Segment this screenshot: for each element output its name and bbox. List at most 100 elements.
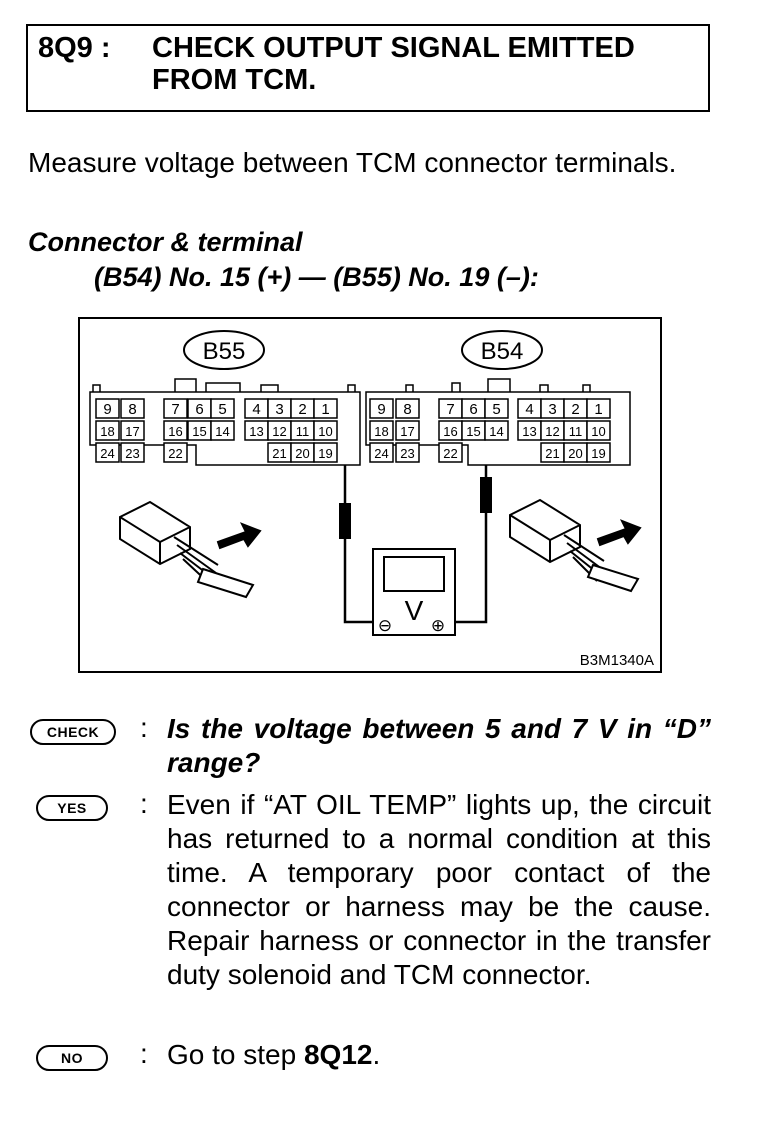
harness-plug-right-icon <box>509 498 642 593</box>
terminal-number: 6 <box>195 401 203 418</box>
terminal-number: 23 <box>400 446 414 461</box>
terminal-cell <box>369 398 394 419</box>
terminal-number: 4 <box>252 401 260 418</box>
voltmeter-symbol: V <box>405 595 424 626</box>
terminal-cell <box>395 442 420 463</box>
terminal-number: 16 <box>443 424 457 439</box>
terminal-number: 3 <box>548 401 556 418</box>
terminal-number: 11 <box>296 424 310 439</box>
terminal-number: 8 <box>403 401 411 418</box>
terminal-number: 11 <box>569 424 583 439</box>
terminal-number: 7 <box>446 401 454 418</box>
yes-text: Even if “AT OIL TEMP” lights up, the cir… <box>167 789 711 990</box>
yes-badge: YES <box>36 795 108 821</box>
terminal-number: 8 <box>128 401 136 418</box>
b55-connector <box>89 378 361 466</box>
terminal-number: 3 <box>275 401 283 418</box>
no-badge: NO <box>36 1045 108 1071</box>
terminal-number: 10 <box>591 424 605 439</box>
terminal-number: 18 <box>100 424 114 439</box>
terminal-cell <box>95 420 120 441</box>
step-title-box: 8Q9 : CHECK OUTPUT SIGNAL EMITTED FROM T… <box>26 24 710 112</box>
terminal-cell <box>369 442 394 463</box>
b54-label: B54 <box>481 338 524 365</box>
terminal-cell <box>484 398 509 419</box>
minus-terminal: ⊖ <box>378 616 392 636</box>
terminal-cell <box>586 420 611 441</box>
connector-spec: (B54) No. 15 (+) — (B55) No. 19 (–): <box>94 262 539 292</box>
check-badge: CHECK <box>30 719 116 745</box>
b55-label: B55 <box>203 338 246 365</box>
no-text-prefix: Go to step <box>167 1039 304 1070</box>
terminal-number: 9 <box>377 401 385 418</box>
terminal-number: 12 <box>272 424 286 439</box>
terminal-cell <box>313 420 338 441</box>
terminal-cell <box>313 398 338 419</box>
terminal-number: 21 <box>272 446 286 461</box>
terminal-number: 7 <box>171 401 179 418</box>
terminal-cell <box>120 442 145 463</box>
no-step-link: 8Q12 <box>303 1039 373 1070</box>
terminal-cell <box>163 398 188 419</box>
terminal-number: 4 <box>525 401 533 418</box>
no-text-suffix: . <box>372 1039 381 1070</box>
terminal-number: 13 <box>249 424 263 439</box>
terminal-cell <box>120 420 145 441</box>
terminal-cell <box>95 398 120 419</box>
terminal-cell <box>313 442 338 463</box>
terminal-number: 16 <box>168 424 182 439</box>
terminal-number: 18 <box>374 424 388 439</box>
terminal-number: 12 <box>545 424 559 439</box>
terminal-number: 19 <box>318 446 332 461</box>
terminal-cell <box>163 420 188 441</box>
terminal-number: 20 <box>295 446 309 461</box>
terminal-number: 5 <box>492 401 500 418</box>
terminal-number: 6 <box>469 401 477 418</box>
terminal-cell <box>395 420 420 441</box>
terminal-cell <box>163 442 188 463</box>
terminal-number: 19 <box>591 446 605 461</box>
step-title: CHECK OUTPUT SIGNAL EMITTED FROM TCM. <box>152 32 635 96</box>
terminal-number: 24 <box>374 446 388 461</box>
terminal-cell <box>210 420 235 441</box>
terminal-number: 2 <box>298 401 306 418</box>
terminal-cell <box>210 398 235 419</box>
b54-ellipse <box>461 330 543 370</box>
terminal-number: 10 <box>318 424 332 439</box>
terminal-number: 23 <box>125 446 139 461</box>
terminal-cell <box>438 442 463 463</box>
terminal-number: 22 <box>443 446 457 461</box>
terminal-number: 1 <box>321 401 329 418</box>
check-question: Is the voltage between 5 and 7 V in “D” … <box>167 713 711 778</box>
terminal-number: 14 <box>215 424 229 439</box>
check-colon: : <box>140 712 148 743</box>
terminal-cell <box>484 420 509 441</box>
terminal-cell <box>586 442 611 463</box>
b54-connector <box>365 378 631 466</box>
terminal-number: 5 <box>218 401 226 418</box>
figure-code: B3M1340A <box>580 652 654 669</box>
terminal-cell <box>369 420 394 441</box>
voltmeter: V ⊖ ⊕ <box>372 548 456 636</box>
terminal-number: 15 <box>466 424 480 439</box>
yes-colon: : <box>140 788 148 819</box>
terminal-number: 9 <box>103 401 111 418</box>
connector-label: Connector & terminal <box>28 227 303 257</box>
terminal-cell <box>586 398 611 419</box>
terminal-number: 2 <box>571 401 579 418</box>
terminal-number: 14 <box>489 424 503 439</box>
step-id: 8Q9 : <box>38 32 111 64</box>
plus-terminal: ⊕ <box>431 616 445 636</box>
terminal-number: 21 <box>545 446 559 461</box>
no-colon: : <box>140 1038 148 1069</box>
diagram-frame <box>78 317 662 673</box>
terminal-cell <box>95 442 120 463</box>
instruction-text: Measure voltage between TCM connector te… <box>28 147 677 178</box>
terminal-number: 1 <box>594 401 602 418</box>
voltmeter-display <box>383 556 445 592</box>
terminal-number: 24 <box>100 446 114 461</box>
negative-probe <box>339 503 351 539</box>
b55-ellipse <box>183 330 265 370</box>
